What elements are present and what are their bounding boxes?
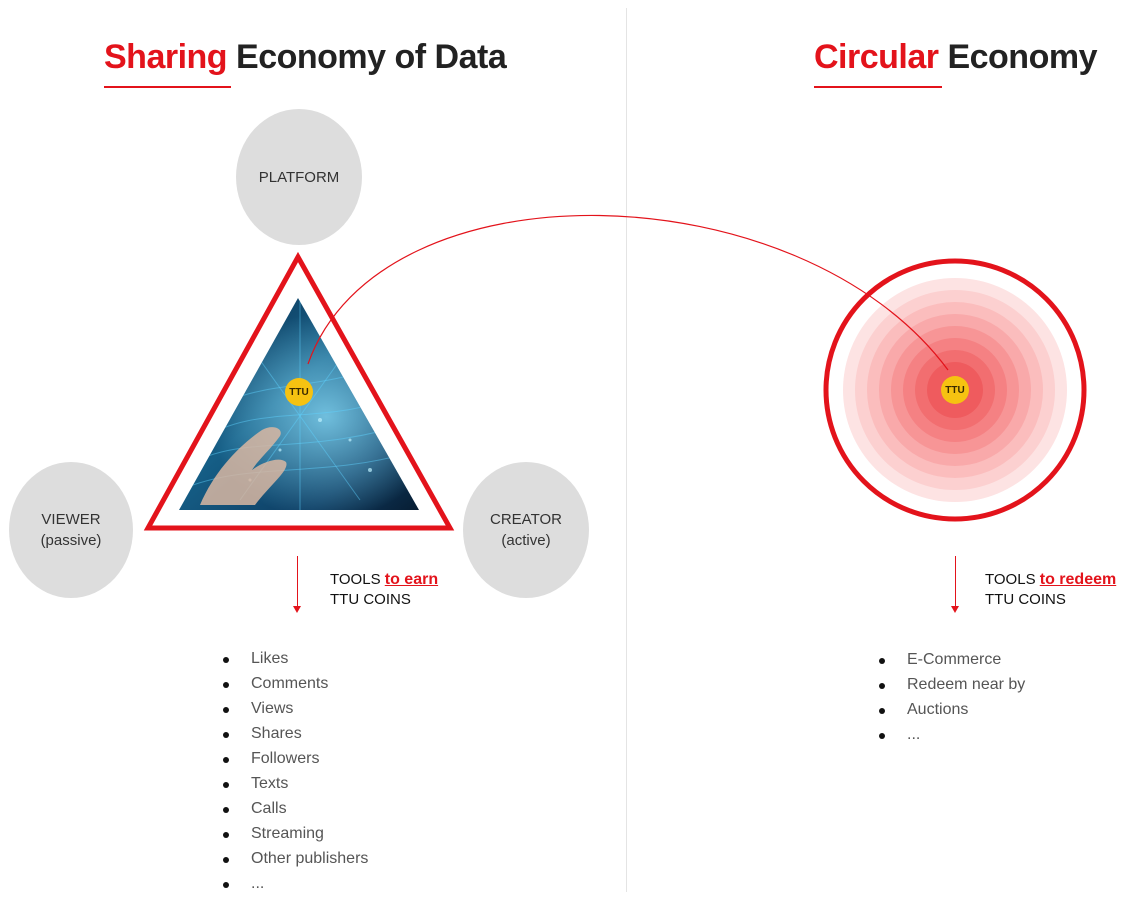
tools-highlight: to redeem <box>1039 571 1117 588</box>
tools-earn-caption: TOOLS to earn TTU COINS <box>330 570 438 610</box>
list-item: ... <box>879 723 1025 748</box>
platform-label: PLATFORM <box>258 168 340 186</box>
tools-prefix: TOOLS <box>985 571 1040 588</box>
ttu-coin-icon: TTU <box>285 378 313 406</box>
list-item: Shares <box>223 722 368 747</box>
hand-shape <box>200 427 287 505</box>
list-item: Streaming <box>223 822 368 847</box>
tools-suffix: TTU COINS <box>330 591 411 608</box>
down-arrow-icon <box>293 606 301 613</box>
list-item: Redeem near by <box>879 673 1025 698</box>
title-rest: Economy <box>938 38 1097 76</box>
ttu-coin-icon: TTU <box>941 376 969 404</box>
redeem-tools-list: E-Commerce Redeem near by Auctions ... <box>879 648 1025 748</box>
title-rest: Economy of Data <box>227 38 507 76</box>
title-underline <box>814 86 942 88</box>
title-underline <box>104 86 231 88</box>
creator-node: CREATOR (active) <box>463 462 589 598</box>
list-item: Other publishers <box>223 847 368 872</box>
list-item: Calls <box>223 797 368 822</box>
circular-economy-title: Circular Economy <box>814 38 1097 77</box>
title-accent: Circular <box>814 38 939 76</box>
down-arrow-line <box>955 556 956 608</box>
tools-highlight: to earn <box>384 571 439 588</box>
list-item: Texts <box>223 772 368 797</box>
tools-prefix: TOOLS <box>330 571 385 588</box>
tools-redeem-caption: TOOLS to redeem TTU COINS <box>985 570 1116 610</box>
creator-label: CREATOR <box>490 511 562 528</box>
sharing-economy-title: Sharing Economy of Data <box>104 38 507 77</box>
connecting-arc <box>307 214 949 371</box>
list-item: Followers <box>223 747 368 772</box>
center-divider <box>626 8 627 892</box>
list-item: E-Commerce <box>879 648 1025 673</box>
down-arrow-icon <box>951 606 959 613</box>
viewer-node: VIEWER (passive) <box>9 462 133 598</box>
tools-suffix: TTU COINS <box>985 591 1066 608</box>
down-arrow-line <box>297 556 298 608</box>
viewer-sublabel: (passive) <box>40 532 102 549</box>
viewer-label: VIEWER <box>41 511 101 528</box>
platform-node: PLATFORM <box>236 109 362 245</box>
list-item: Comments <box>223 672 368 697</box>
creator-sublabel: (active) <box>501 532 551 549</box>
list-item: Auctions <box>879 698 1025 723</box>
earn-tools-list: Likes Comments Views Shares Followers Te… <box>223 647 368 897</box>
list-item: Views <box>223 697 368 722</box>
list-item: Likes <box>223 647 368 672</box>
title-accent: Sharing <box>104 38 228 76</box>
list-item: ... <box>223 872 368 897</box>
